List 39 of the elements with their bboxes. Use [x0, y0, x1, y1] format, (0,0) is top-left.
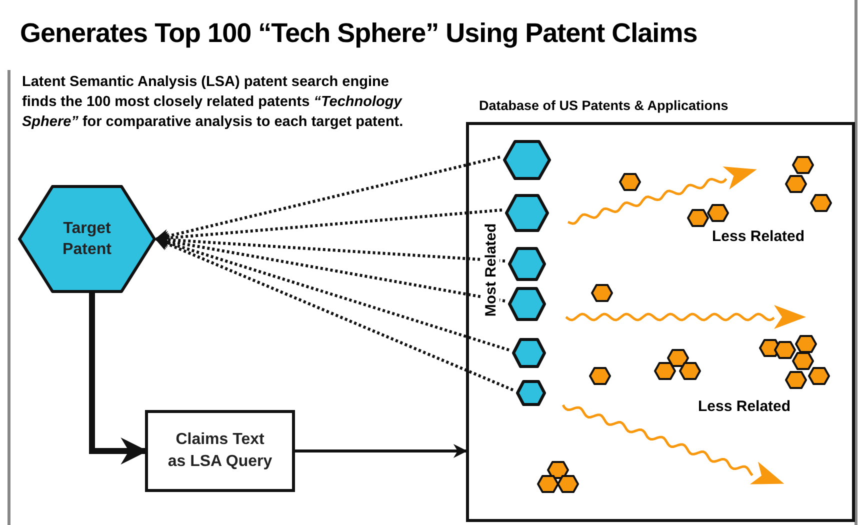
process-box: [145, 410, 295, 492]
dotted-arrow: [154, 208, 502, 245]
patent-hexagon: [792, 156, 814, 174]
patent-hexagon: [516, 380, 546, 406]
patent-hexagon: [591, 284, 613, 302]
patent-hexagon: [654, 362, 676, 380]
patent-hexagon: [557, 475, 579, 493]
patent-hexagon: [810, 194, 832, 212]
dotted-arrow: [154, 156, 500, 243]
patent-hexagon: [589, 367, 611, 385]
patent-hexagon: [503, 140, 551, 180]
dotted-arrow: [154, 232, 506, 262]
node-label: Claims Text as LSA Query: [166, 430, 274, 472]
patent-hexagon: [785, 371, 807, 389]
patent-hexagon: [795, 335, 817, 353]
patent-hexagon: [508, 287, 546, 321]
region-label: Less Related: [712, 228, 805, 245]
panel-heading: Database of US Patents & Applications: [479, 98, 728, 113]
title: Generates Top 100 “Tech Sphere” Using Patent Claims: [20, 18, 698, 49]
description-text: Latent Semantic Analysis (LSA) patent search engine finds the 100 most closely related patents “Technology Sphere” for comparative analysis to each target patent.: [22, 73, 404, 132]
patent-hexagon: [792, 352, 814, 370]
patent-hexagon: [707, 204, 729, 222]
patent-hexagon: [537, 475, 559, 493]
hexagon-node: [18, 185, 156, 293]
arrow: [89, 293, 148, 464]
node-label: Target Patent: [62, 219, 112, 260]
dotted-arrow: [154, 236, 510, 352]
patent-hexagon: [679, 362, 701, 380]
patent-hexagon: [687, 209, 709, 227]
patent-hexagon: [774, 341, 796, 359]
patent-hexagon: [512, 338, 546, 368]
dotted-arrow: [154, 237, 514, 392]
patent-hexagon: [808, 367, 830, 385]
patent-hexagon: [619, 173, 641, 191]
arrow: [295, 444, 468, 458]
patent-hexagon: [785, 175, 807, 193]
patent-hexagon: [508, 247, 546, 281]
region-label: Less Related: [698, 398, 791, 415]
patent-hexagon: [505, 194, 549, 232]
